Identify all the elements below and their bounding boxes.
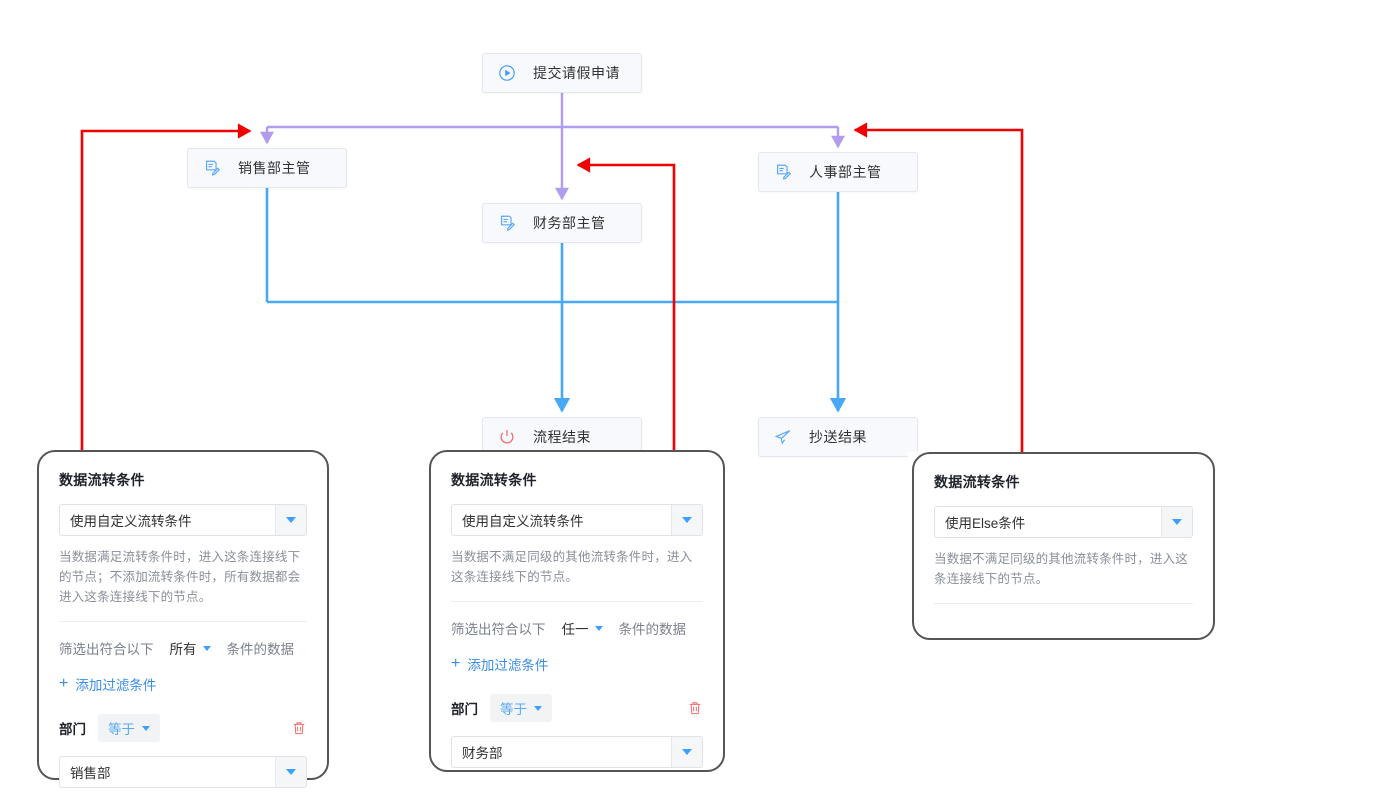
approval-form-icon xyxy=(497,213,517,233)
node-start[interactable]: 提交请假申请 xyxy=(482,53,642,93)
panel-divider xyxy=(934,603,1193,604)
condition-hint: 当数据不满足同级的其他流转条件时，进入这条连接线下的节点。 xyxy=(451,550,693,584)
node-cc-result[interactable]: 抄送结果 xyxy=(758,417,918,457)
panel-divider xyxy=(451,601,703,602)
node-label: 人事部主管 xyxy=(809,164,882,180)
add-filter-label: 添加过滤条件 xyxy=(467,658,549,673)
filter-prefix-label: 筛选出符合以下 xyxy=(451,622,546,637)
condition-mode-select[interactable]: 使用自定义流转条件 xyxy=(59,504,307,536)
chevron-down-icon xyxy=(202,645,211,651)
play-circle-icon xyxy=(497,63,517,83)
add-filter-condition-button[interactable]: + 添加过滤条件 xyxy=(451,654,548,674)
power-off-icon xyxy=(497,427,517,447)
node-label: 流程结束 xyxy=(533,429,591,445)
delete-condition-button[interactable] xyxy=(291,720,307,736)
node-label: 销售部主管 xyxy=(238,160,311,176)
chevron-down-icon xyxy=(534,705,542,711)
condition-operator-select[interactable]: 等于 xyxy=(490,694,552,722)
condition-panel-finance[interactable]: 数据流转条件 使用自定义流转条件 当数据不满足同级的其他流转条件时，进入这条连接… xyxy=(429,450,725,772)
chevron-down-icon[interactable] xyxy=(1161,507,1192,537)
chevron-down-icon[interactable] xyxy=(275,505,306,535)
filter-logic-select[interactable]: 所有 xyxy=(170,638,211,658)
condition-panel-sales[interactable]: 数据流转条件 使用自定义流转条件 当数据满足流转条件时，进入这条连接线下的节点；… xyxy=(37,450,329,788)
node-label: 提交请假申请 xyxy=(533,65,620,81)
chevron-down-icon[interactable] xyxy=(671,737,702,767)
condition-mode-select[interactable]: 使用Else条件 xyxy=(934,506,1193,538)
filter-suffix-label: 条件的数据 xyxy=(618,622,687,637)
node-hr-manager[interactable]: 人事部主管 xyxy=(758,152,918,192)
condition-mode-value: 使用自定义流转条件 xyxy=(70,514,192,529)
plus-icon: + xyxy=(451,655,461,672)
condition-operator-select[interactable]: 等于 xyxy=(98,714,160,742)
approval-form-icon xyxy=(773,162,793,182)
delete-condition-button[interactable] xyxy=(687,700,703,716)
panel-title: 数据流转条件 xyxy=(451,472,537,488)
chevron-down-icon[interactable] xyxy=(275,757,306,787)
filter-suffix-label: 条件的数据 xyxy=(226,642,295,657)
condition-value-select[interactable]: 销售部 xyxy=(59,756,307,788)
panel-title: 数据流转条件 xyxy=(59,472,145,488)
filter-logic-value: 任一 xyxy=(561,622,589,637)
node-label: 抄送结果 xyxy=(809,429,867,445)
panel-divider xyxy=(59,621,307,622)
condition-value: 财务部 xyxy=(462,746,503,761)
condition-value-select[interactable]: 财务部 xyxy=(451,736,703,768)
filter-logic-select[interactable]: 任一 xyxy=(562,618,603,638)
condition-value: 销售部 xyxy=(70,766,111,781)
node-label: 财务部主管 xyxy=(533,215,606,231)
condition-mode-select[interactable]: 使用自定义流转条件 xyxy=(451,504,703,536)
add-filter-label: 添加过滤条件 xyxy=(75,678,157,693)
filter-logic-row: 筛选出符合以下 所有 条件的数据 xyxy=(59,638,307,658)
condition-mode-value: 使用自定义流转条件 xyxy=(462,514,584,529)
node-finance-manager[interactable]: 财务部主管 xyxy=(482,203,642,243)
approval-form-icon xyxy=(202,158,222,178)
plus-icon: + xyxy=(59,675,69,692)
panel-title: 数据流转条件 xyxy=(934,474,1020,490)
condition-mode-value: 使用Else条件 xyxy=(945,516,1026,531)
chevron-down-icon xyxy=(594,625,603,631)
add-filter-condition-button[interactable]: + 添加过滤条件 xyxy=(59,674,156,694)
condition-field-label: 部门 xyxy=(451,702,478,717)
node-sales-manager[interactable]: 销售部主管 xyxy=(187,148,347,188)
filter-condition-row: 部门 等于 xyxy=(451,694,703,722)
chevron-down-icon xyxy=(142,725,150,731)
panel-empty-area xyxy=(934,604,1193,650)
condition-operator-value: 等于 xyxy=(108,722,135,737)
condition-operator-value: 等于 xyxy=(500,702,527,717)
condition-field-label: 部门 xyxy=(59,722,86,737)
send-paper-plane-icon xyxy=(773,427,793,447)
condition-hint: 当数据满足流转条件时，进入这条连接线下的节点；不添加流转条件时，所有数据都会进入… xyxy=(59,550,301,604)
chevron-down-icon[interactable] xyxy=(671,505,702,535)
condition-hint: 当数据不满足同级的其他流转条件时，进入这条连接线下的节点。 xyxy=(934,552,1189,586)
condition-panel-hr[interactable]: 数据流转条件 使用Else条件 当数据不满足同级的其他流转条件时，进入这条连接线… xyxy=(912,452,1215,640)
filter-condition-row: 部门 等于 xyxy=(59,714,307,742)
filter-logic-row: 筛选出符合以下 任一 条件的数据 xyxy=(451,618,703,638)
filter-prefix-label: 筛选出符合以下 xyxy=(59,642,154,657)
filter-logic-value: 所有 xyxy=(169,642,197,657)
